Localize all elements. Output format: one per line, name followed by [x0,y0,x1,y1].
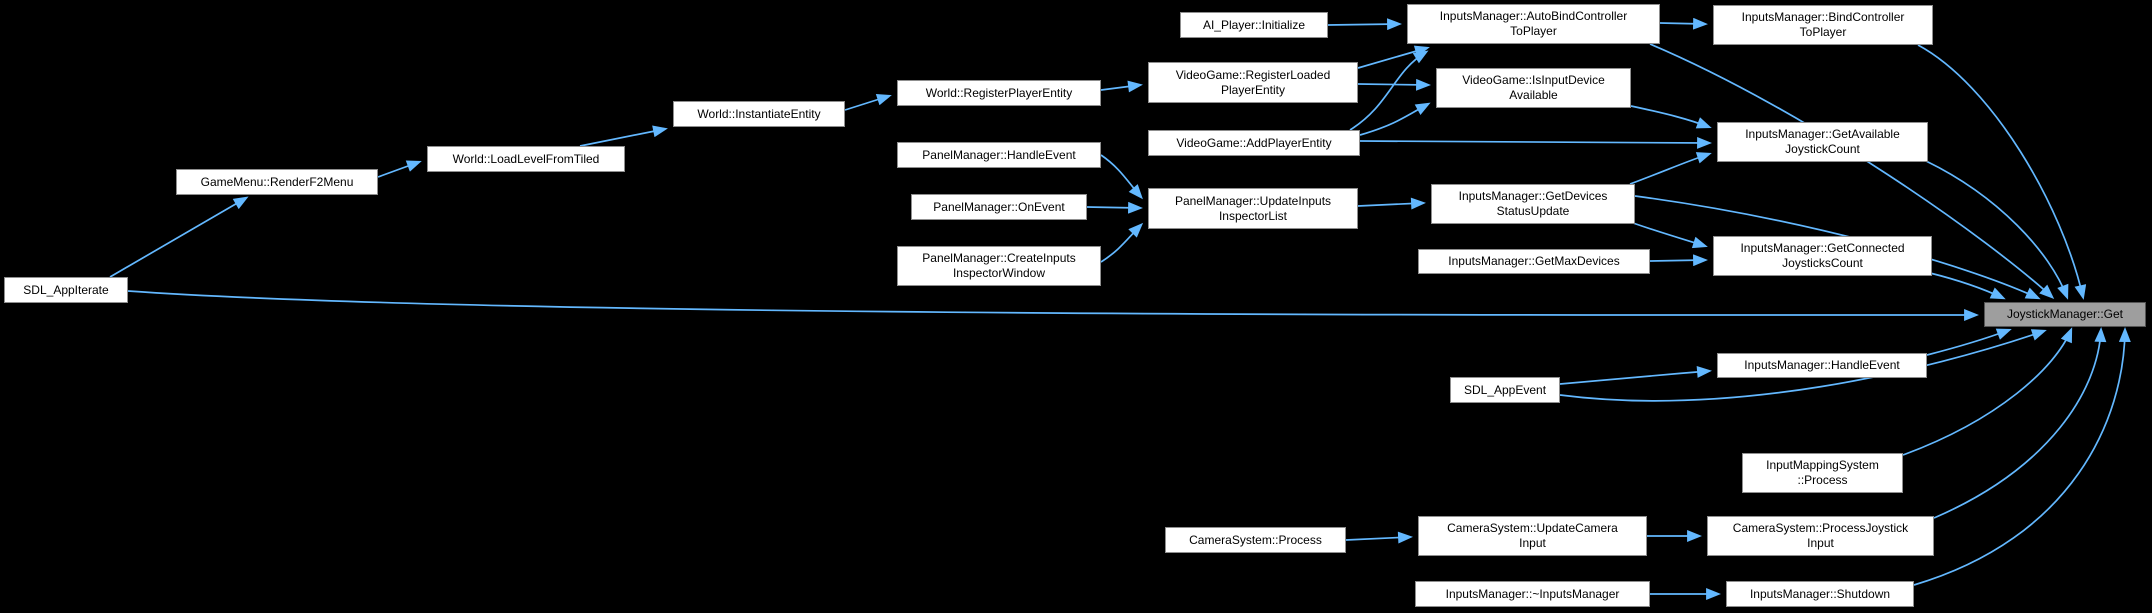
node-label: PanelManager::UpdateInputs [1174,193,1332,208]
edge-im_shutdown-to-get [1913,327,2131,586]
node-get: JoystickManager::Get [1984,302,2146,327]
edge-getavailable-to-get [1925,160,2069,300]
node-label: VideoGame::RegisterLoaded [1175,67,1331,82]
edge-pm_createinputs-to-pm_updateinputs [1100,222,1144,263]
edge-addplayer-to-autobind [1349,50,1429,131]
node-label: ToPlayer [1799,25,1847,39]
node-label: InputsManager::BindController [1741,10,1905,24]
node-label: InputsManager::~InputsManager [1445,586,1620,601]
node-label: InspectorList [1218,208,1288,223]
node-label: InputsManager::AutoBindController [1439,9,1628,23]
node-pm_handleevent[interactable]: PanelManager::HandleEvent [897,142,1101,168]
edge-loadlevel-to-instantiate [579,125,668,147]
node-label: InputsManager::GetAvailable [1745,127,1900,141]
node-rendermenu[interactable]: GameMenu::RenderF2Menu [176,169,378,195]
node-label: SDL_AppIterate [23,282,109,297]
node-sdl_appiterate[interactable]: SDL_AppIterate [4,277,128,303]
node-label: PlayerEntity [1220,82,1286,97]
edge-getdevices-to-getconnected [1632,222,1708,249]
node-label: World::RegisterPlayerEntity [925,85,1073,100]
node-registerplayer[interactable]: World::RegisterPlayerEntity [897,80,1101,106]
edge-cs_processjoy-to-get [1933,327,2107,519]
node-addplayer[interactable]: VideoGame::AddPlayerEntity [1148,130,1360,156]
edge-isinputdevice-to-getavailable [1630,105,1712,129]
node-label: InspectorWindow [952,266,1046,280]
node-label: VideoGame::AddPlayerEntity [1176,135,1332,150]
node-im_dtor[interactable]: InputsManager::~InputsManager [1415,581,1650,607]
edge-pm_updateinputs-to-getdevices [1357,197,1426,210]
node-label: InputsManager::GetDevices [1458,189,1608,203]
edge-instantiate-to-registerplayer [844,93,892,111]
node-getmaxdevices[interactable]: InputsManager::GetMaxDevices [1418,249,1650,274]
node-label: JoysticksCount [1782,256,1863,270]
node-label: Input [1807,536,1834,550]
node-inputmapping[interactable]: InputMappingSystem::Process [1742,453,1903,493]
node-label: InputMappingSystem [1766,458,1879,472]
node-label: SDL_AppEvent [1463,382,1547,397]
node-label: AI_Player::Initialize [1202,17,1306,32]
node-label: InputsManager::GetConnected [1740,241,1905,255]
edge-autobind-to-bindcontroller [1659,17,1708,30]
edge-sdl_appiterate-to-get [127,290,1979,321]
node-label: CameraSystem::ProcessJoystick [1732,521,1909,535]
node-label: CameraSystem::UpdateCamera [1447,521,1618,535]
edge-sdl_appevent-to-get [1559,329,2047,402]
node-label: PanelManager::HandleEvent [922,147,1076,162]
edge-registerplayer-to-registerloaded [1100,80,1143,93]
node-pm_onevent[interactable]: PanelManager::OnEvent [911,194,1087,220]
edge-im_handleevent-to-get [1926,328,2012,356]
edge-getdevices-to-getavailable [1629,152,1712,185]
node-label: VideoGame::IsInputDevice [1462,73,1605,87]
node-sdl_appevent[interactable]: SDL_AppEvent [1450,377,1560,403]
edge-pm_handleevent-to-pm_updateinputs [1100,154,1143,200]
node-label: Available [1509,88,1558,102]
edge-sdl_appiterate-to-rendermenu [109,196,249,278]
node-label: ToPlayer [1510,24,1557,38]
node-loadlevel[interactable]: World::LoadLevelFromTiled [427,146,625,172]
edge-addplayer-to-getavailable [1359,136,1712,149]
node-label: PanelManager::CreateInputs [922,251,1076,265]
node-cs_process[interactable]: CameraSystem::Process [1165,527,1346,553]
node-label: Input [1519,536,1546,550]
node-label: CameraSystem::Process [1189,532,1322,547]
node-im_shutdown[interactable]: InputsManager::Shutdown [1726,581,1914,607]
node-ai_init[interactable]: AI_Player::Initialize [1180,12,1328,38]
edge-rendermenu-to-loadlevel [377,160,422,178]
node-label: InputsManager::GetMaxDevices [1448,254,1620,268]
edge-ai_init-to-autobind [1327,18,1402,31]
node-instantiate[interactable]: World::InstantiateEntity [673,101,845,127]
edge-bindcontroller-to-get [1917,44,2087,300]
node-label: StatusUpdate [1496,204,1570,218]
edge-getmaxdevices-to-getconnected [1649,254,1708,267]
edge-sdl_appevent-to-im_handleevent [1559,366,1712,385]
edge-addplayer-to-isinputdevice [1359,102,1431,136]
node-im_handleevent[interactable]: InputsManager::HandleEvent [1717,353,1927,378]
node-label: InputsManager::Shutdown [1749,586,1891,601]
node-label: ::Process [1797,473,1848,487]
node-label: JoystickCount [1785,142,1860,156]
edge-cs_process-to-cs_update [1345,531,1413,544]
node-label: World::InstantiateEntity [697,106,821,121]
edge-pm_onevent-to-pm_updateinputs [1086,201,1143,214]
edge-autobind-to-get [1649,43,2055,300]
node-label: GameMenu::RenderF2Menu [200,174,354,189]
node-label: JoystickManager::Get [2006,307,2124,321]
node-label: InputsManager::HandleEvent [1744,358,1900,372]
edge-inputmapping-to-get [1902,327,2073,456]
edge-getconnected-to-get [1929,272,2006,300]
node-label: PanelManager::OnEvent [933,199,1065,214]
node-label: World::LoadLevelFromTiled [452,151,600,166]
